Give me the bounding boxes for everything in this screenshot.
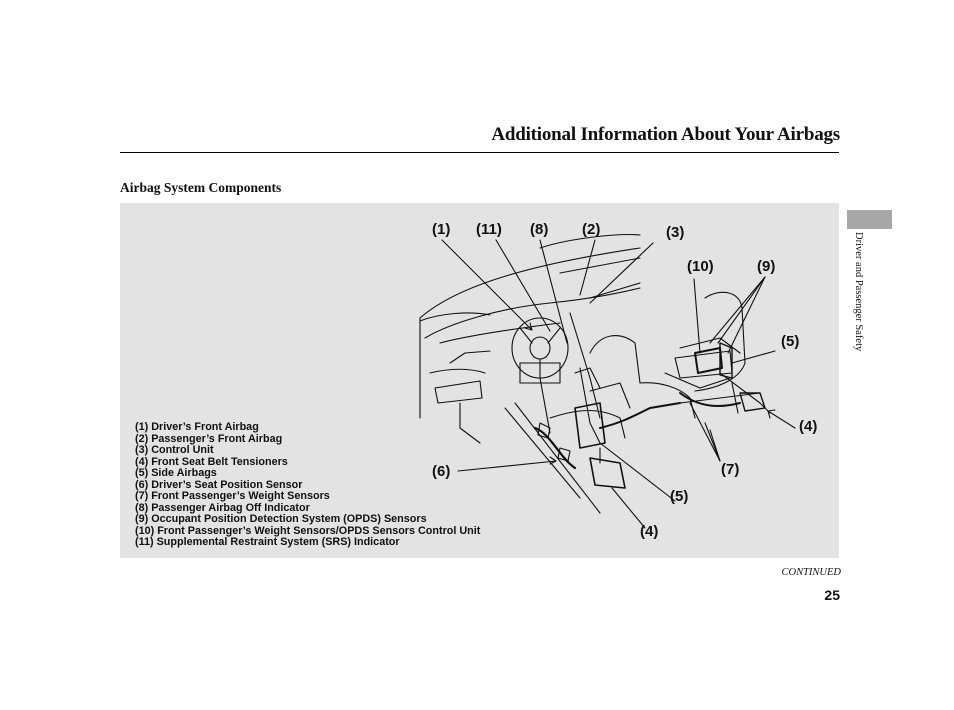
- callout-10: (10): [687, 258, 714, 275]
- callout-5-upper: (5): [781, 333, 800, 350]
- callout-8: (8): [530, 221, 549, 238]
- section-heading: Airbag System Components: [120, 180, 282, 195]
- callout-4-upper: (4): [799, 418, 818, 435]
- callout-2: (2): [582, 221, 601, 238]
- legend-item: (6) Driver’s Seat Position Sensor: [135, 478, 303, 491]
- callout-7: (7): [721, 461, 740, 478]
- legend-item: (3) Control Unit: [135, 444, 214, 456]
- legend-item: (2) Passenger’s Front Airbag: [135, 432, 283, 445]
- continued-note: CONTINUED: [781, 567, 841, 578]
- section-tab-label: Driver and Passenger Safety: [853, 232, 864, 352]
- callout-9: (9): [757, 258, 776, 275]
- callout-4-lower: (4): [640, 523, 659, 540]
- page-title: Additional Information About Your Airbag…: [491, 124, 840, 145]
- airbag-diagram-panel: (1) (11) (8) (2) (3) (10) (9) (5) (4) (6…: [120, 203, 839, 558]
- legend-item: (7) Front Passenger’s Weight Sensors: [135, 490, 330, 502]
- legend-item: (9) Occupant Position Detection System (…: [135, 513, 427, 525]
- airbag-diagram-illustration: [419, 234, 796, 529]
- header-rule: [120, 152, 839, 153]
- legend-item: (5) Side Airbags: [135, 467, 217, 479]
- page-number: 25: [824, 587, 840, 603]
- callout-6: (6): [432, 463, 451, 480]
- section-tab: [847, 210, 892, 229]
- legend-item: (11) Supplemental Restraint System (SRS)…: [135, 536, 400, 548]
- callout-1: (1): [432, 221, 451, 238]
- legend-item: (8) Passenger Airbag Off Indicator: [135, 501, 310, 514]
- callout-3: (3): [666, 224, 685, 241]
- component-legend: (1) Driver’s Front Airbag (2) Passenger’…: [135, 421, 481, 549]
- legend-item: (1) Driver’s Front Airbag: [135, 421, 259, 433]
- legend-item: (4) Front Seat Belt Tensioners: [135, 455, 288, 468]
- legend-item: (10) Front Passenger’s Weight Sensors/OP…: [135, 524, 481, 537]
- callout-5-lower: (5): [670, 488, 689, 505]
- callout-11: (11): [476, 221, 502, 238]
